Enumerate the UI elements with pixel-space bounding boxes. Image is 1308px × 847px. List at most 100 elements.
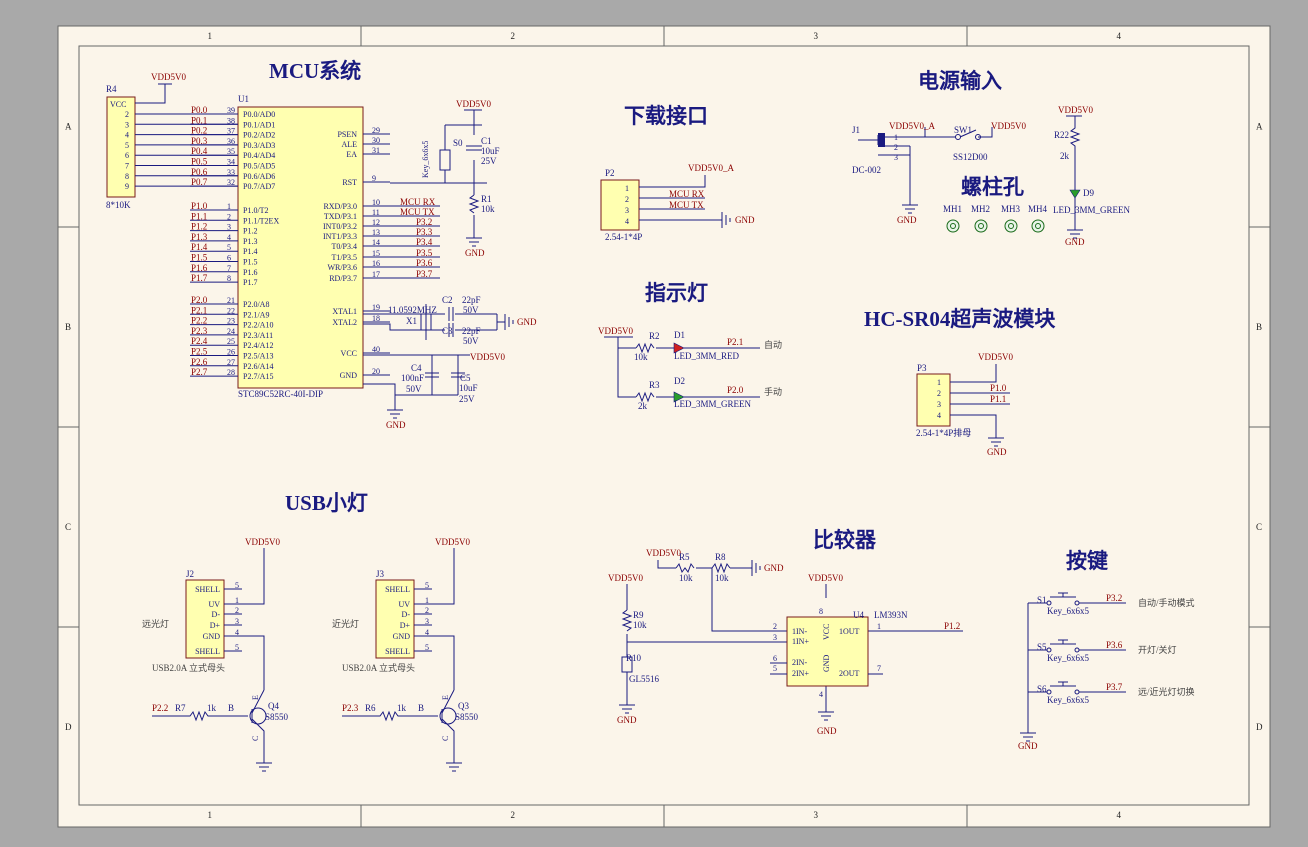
r4-pin-num: 8: [125, 172, 129, 181]
usb-connector-J2[interactable]: [185, 579, 225, 659]
key-switch-S1[interactable]: [1034, 592, 1126, 604]
screw-hole-icon[interactable]: [974, 219, 988, 233]
d2-led-icon[interactable]: [673, 391, 685, 403]
indicator-vdd-label: VDD5V0: [598, 326, 633, 336]
u4-num-2: 2: [773, 622, 777, 631]
usb-connector-designator: J3: [376, 569, 385, 579]
x1-crystal[interactable]: [420, 313, 432, 331]
u1-pin-number: 39: [227, 106, 235, 115]
usb-base-resistor[interactable]: [152, 710, 248, 722]
usb-pin-name: SHELL: [195, 585, 220, 594]
usb-pin-number: 3: [425, 617, 429, 626]
d9-led-icon[interactable]: [1069, 189, 1081, 199]
section-title-indicator: 指示灯: [645, 281, 708, 305]
p2-header[interactable]: [600, 179, 640, 231]
r8-gnd-icon: [751, 560, 761, 576]
u1-mcu-body[interactable]: [237, 106, 364, 389]
u1-pin-number: 1: [227, 202, 231, 211]
usb-transistor-designator: Q4: [268, 701, 279, 711]
r4-pin-num: 7: [125, 162, 129, 171]
r22-resistor[interactable]: [1066, 115, 1082, 230]
c5-designator: C5: [460, 373, 471, 383]
u1-pin-number: 25: [227, 337, 235, 346]
c4-c5-capacitors[interactable]: [425, 372, 465, 378]
r5-r8-resistors[interactable]: [675, 562, 731, 574]
j1-pin-2: 2: [894, 143, 898, 152]
screw-hole-icon[interactable]: [946, 219, 960, 233]
download-section: P2 2.54-1*4P 1 2 3 4 VDD5V0_A MCU RX MCU…: [600, 163, 755, 242]
j1-pin-1: 1: [894, 133, 898, 142]
u4-pin-2in-plus: 2IN+: [792, 669, 809, 678]
grid-col-top-1: 1: [208, 31, 213, 41]
r9-resistor[interactable]: [621, 609, 633, 632]
usb-base-resistor[interactable]: [342, 710, 438, 722]
p2-wires: [639, 175, 722, 221]
usb-transistor-Q4[interactable]: [249, 707, 267, 725]
u4-num-1: 1: [877, 622, 881, 631]
u1-net-label: P3.5: [416, 248, 433, 258]
r4-pin-num: 9: [125, 182, 129, 191]
u1-pin-name: XTAL1: [332, 307, 357, 316]
usb-connector-J3[interactable]: [375, 579, 415, 659]
u1-net-label: P0.7: [191, 177, 208, 187]
u1-pin-number: 37: [227, 127, 235, 136]
screw-hole-icon[interactable]: [1004, 219, 1018, 233]
u4-comparator-body[interactable]: [786, 616, 869, 687]
decoupling-gnd-icon: [387, 409, 403, 419]
grid-col-top-2: 2: [511, 31, 516, 41]
r2-resistor[interactable]: [635, 342, 655, 354]
key-function-label: 自动/手动模式: [1138, 597, 1195, 608]
power-section: J1 DC-002 1 2 3 VDD5V0_A SW1 SS12D00 VDD…: [852, 105, 1130, 247]
r10-photoresistor[interactable]: [621, 656, 633, 673]
c1-capacitor[interactable]: [466, 145, 482, 151]
usb-gnd-icon: [446, 762, 462, 772]
r4-value: 8*10K: [106, 200, 131, 210]
d2-designator: D2: [674, 376, 685, 386]
sw1-designator: SW1: [954, 125, 972, 135]
u1-pin-name: INT0/P3.2: [323, 222, 357, 231]
grid-col-top-3: 3: [814, 31, 819, 41]
u1-pin-number: 5: [227, 243, 231, 252]
p3-part: 2.54-1*4P排母: [916, 427, 971, 438]
u1-net-label: P1.7: [191, 273, 208, 283]
usb-pin-name: GND: [203, 632, 221, 641]
usb-transistor-Q3[interactable]: [439, 707, 457, 725]
r4-pin-num: 3: [125, 120, 129, 129]
r4-pin-num: 4: [125, 131, 129, 140]
sw1-power-switch[interactable]: [959, 129, 977, 138]
section-title-usb: USB小灯: [285, 491, 368, 515]
r4-resistor-network[interactable]: [106, 96, 136, 198]
usb-transistor-part: S8550: [265, 712, 289, 722]
screw-hole-icon[interactable]: [1031, 219, 1045, 233]
u1-pin-number: 32: [227, 178, 235, 187]
u1-part-number: STC89C52RC-40I-DIP: [238, 389, 323, 399]
d1-led-icon[interactable]: [673, 342, 685, 354]
s0-reset-switch[interactable]: [439, 149, 451, 171]
c2-c3-capacitors[interactable]: [448, 307, 454, 337]
usb-bjt-c-label: C: [441, 736, 450, 741]
p3-header[interactable]: [916, 373, 951, 427]
sw1-contact-b: [975, 134, 981, 140]
section-title-mcu: MCU系统: [269, 59, 361, 83]
usb-side-label: 近光灯: [332, 618, 359, 629]
u1-net-label: P0.0: [191, 105, 208, 115]
u4-num-3: 3: [773, 633, 777, 642]
p3-pin-4: 4: [937, 411, 941, 420]
u1-pin-number: 23: [227, 317, 235, 326]
key-part: Key_6x6x5: [1047, 606, 1089, 616]
r8-designator: R8: [715, 552, 726, 562]
c2-value: 22pF: [462, 295, 481, 305]
usb-bjt-e-label: E: [251, 695, 260, 700]
j1-dc-jack[interactable]: [878, 133, 885, 147]
u1-net-label: P1.1: [191, 211, 207, 221]
crystal-wires: [363, 304, 505, 340]
r4-pin-num: 5: [125, 141, 129, 150]
key-switch-S6[interactable]: [1034, 681, 1126, 693]
r1-resistor[interactable]: [468, 194, 480, 214]
usb-part-label: USB2.0A 立式母头: [152, 662, 225, 673]
power-gnd-icon: [902, 204, 918, 214]
key-switch-S5[interactable]: [1034, 639, 1126, 651]
r3-resistor[interactable]: [635, 391, 655, 403]
